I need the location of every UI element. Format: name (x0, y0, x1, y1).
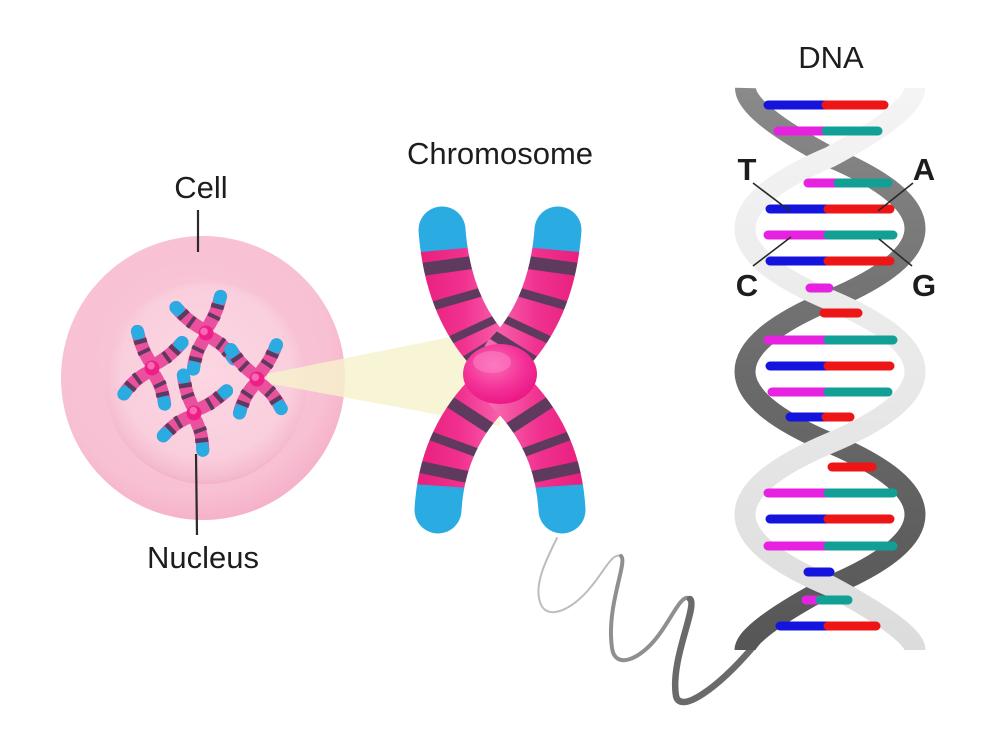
nucleus-label: Nucleus (147, 540, 259, 575)
base-g-label: G (912, 268, 936, 303)
dna-strand-light (734, 86, 926, 653)
t-leader-line (752, 182, 791, 212)
leader-lines (194, 210, 200, 536)
g-leader-line (878, 238, 913, 267)
centromere-highlight (473, 351, 511, 373)
dna-label: DNA (798, 40, 864, 75)
nucleus (105, 282, 307, 484)
dna-coil-line (537, 537, 757, 706)
chromosome-label: Chromosome (407, 136, 593, 171)
base-a-label: A (913, 152, 935, 187)
chromosome-bands (497, 390, 592, 486)
cell-group (61, 236, 345, 520)
telomere-icon (512, 191, 598, 254)
telomere-icon (520, 483, 600, 545)
dna-helix-group (734, 86, 926, 653)
chromosome-arm-lower-right (462, 380, 602, 545)
c-leader-line (752, 236, 792, 267)
a-leader-line (877, 182, 914, 212)
cell-label: Cell (174, 170, 227, 205)
chromosome-group (398, 190, 602, 545)
base-leader-lines (752, 182, 914, 267)
base-t-label: T (738, 152, 757, 187)
telomere-icon (400, 483, 480, 545)
base-c-label: C (736, 268, 758, 303)
nucleus-leader-line (194, 453, 199, 536)
